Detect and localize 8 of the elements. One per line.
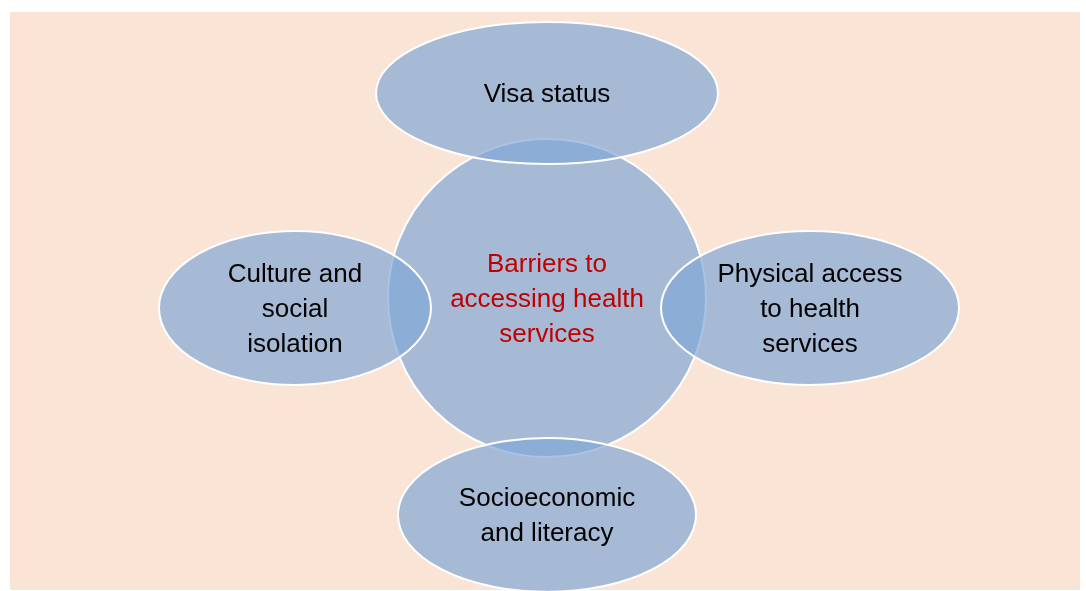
- ellipse: [375, 21, 719, 165]
- ellipse: [158, 230, 432, 386]
- node-label: Visa status: [482, 76, 612, 110]
- node-label: Socioeconomic and literacy: [457, 481, 637, 549]
- ellipse: [660, 230, 960, 386]
- node-label: Physical access to health services: [716, 256, 904, 360]
- node-label: Culture and social isolation: [226, 256, 364, 360]
- node-label: Barriers to accessing health services: [449, 246, 645, 350]
